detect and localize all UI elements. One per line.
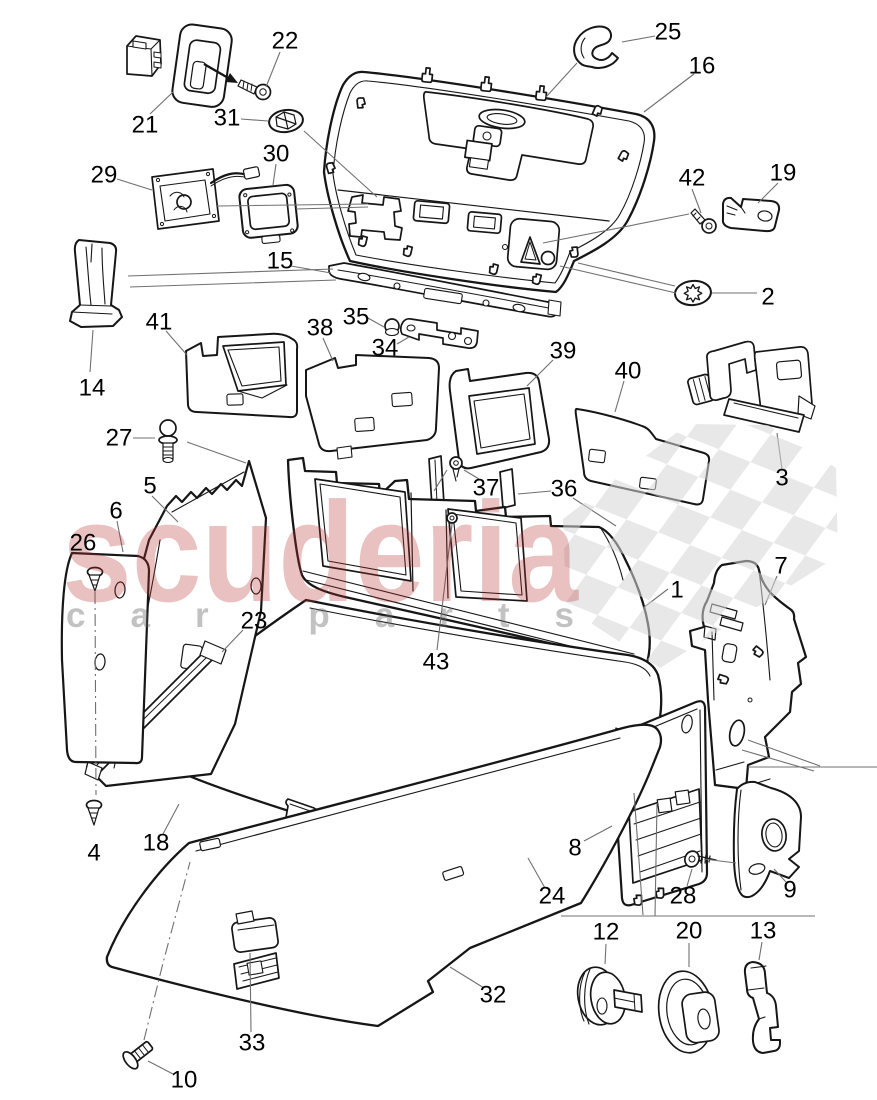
part-15-sill-strip bbox=[328, 262, 562, 318]
part-26-screw bbox=[86, 566, 104, 592]
callout-30[interactable]: 30 bbox=[263, 141, 290, 168]
callout-12[interactable]: 12 bbox=[593, 919, 620, 946]
callout-22[interactable]: 22 bbox=[272, 28, 299, 55]
part-20-plug bbox=[657, 970, 720, 1054]
callout-1[interactable]: 1 bbox=[670, 577, 683, 604]
callout-7[interactable]: 7 bbox=[774, 553, 787, 580]
part-13-hook bbox=[743, 961, 781, 1054]
callout-31[interactable]: 31 bbox=[214, 105, 241, 132]
callout-26[interactable]: 26 bbox=[70, 530, 97, 557]
callout-9[interactable]: 9 bbox=[783, 877, 796, 904]
part-19-handle-bracket bbox=[721, 196, 781, 233]
callout-35[interactable]: 35 bbox=[343, 304, 370, 331]
part-25-spring-clip bbox=[573, 25, 619, 69]
callout-2[interactable]: 2 bbox=[761, 284, 774, 311]
callout-28[interactable]: 28 bbox=[670, 883, 697, 910]
part-36-strip bbox=[499, 468, 516, 509]
part-38-trim-panel bbox=[305, 354, 440, 460]
callout-39[interactable]: 39 bbox=[550, 338, 577, 365]
callout-27[interactable]: 27 bbox=[106, 425, 133, 452]
callout-36[interactable]: 36 bbox=[551, 476, 578, 503]
callout-3[interactable]: 3 bbox=[775, 465, 788, 492]
part-32-load-floor-panel bbox=[105, 723, 663, 1028]
part-14-guide-bracket bbox=[69, 239, 123, 328]
callout-20[interactable]: 20 bbox=[676, 918, 703, 945]
watermark: scuderia car parts bbox=[62, 424, 838, 668]
part-41-trim-panel bbox=[185, 332, 299, 419]
callout-33[interactable]: 33 bbox=[239, 1030, 266, 1057]
watermark-brand: scuderia bbox=[62, 473, 579, 632]
callout-8[interactable]: 8 bbox=[568, 835, 581, 862]
part-4-screw bbox=[85, 799, 103, 826]
callout-37[interactable]: 37 bbox=[473, 475, 500, 502]
part-6-side-trim-panel bbox=[60, 551, 151, 765]
part-31-grommet bbox=[268, 108, 304, 134]
callout-13[interactable]: 13 bbox=[750, 918, 777, 945]
part-12-grommet bbox=[576, 966, 643, 1026]
callout-14[interactable]: 14 bbox=[79, 375, 106, 402]
part-22-screw bbox=[237, 79, 272, 101]
callout-40[interactable]: 40 bbox=[615, 358, 642, 385]
callout-38[interactable]: 38 bbox=[307, 315, 334, 342]
part-42-screw bbox=[690, 208, 717, 234]
part-10-bolt bbox=[122, 1040, 154, 1070]
watermark-checkered-flag bbox=[563, 424, 838, 668]
callout-15[interactable]: 15 bbox=[267, 248, 294, 275]
part-29-latch-assembly bbox=[151, 166, 261, 230]
part-33-handle bbox=[231, 910, 279, 953]
watermark-subtitle: car parts bbox=[66, 596, 574, 635]
part-27-expansion-pin bbox=[158, 419, 178, 464]
callout-42[interactable]: 42 bbox=[679, 165, 706, 192]
callout-29[interactable]: 29 bbox=[91, 162, 118, 189]
callout-21[interactable]: 21 bbox=[132, 112, 159, 139]
callout-5[interactable]: 5 bbox=[143, 473, 156, 500]
part-16-tailgate-trim-panel bbox=[322, 66, 656, 294]
part-28-screw bbox=[684, 850, 717, 868]
callout-4[interactable]: 4 bbox=[87, 840, 100, 867]
callout-24[interactable]: 24 bbox=[539, 883, 566, 910]
callout-6[interactable]: 6 bbox=[109, 498, 122, 525]
callout-10[interactable]: 10 bbox=[171, 1067, 198, 1094]
part-2-star-grommet bbox=[674, 279, 712, 307]
callout-32[interactable]: 32 bbox=[480, 982, 507, 1009]
part-9-corner-bracket bbox=[732, 778, 802, 898]
insert-arrow bbox=[203, 62, 238, 83]
part-3-latch-bracket bbox=[687, 340, 816, 433]
callout-43[interactable]: 43 bbox=[423, 649, 450, 676]
callout-16[interactable]: 16 bbox=[689, 53, 716, 80]
part-39-frame bbox=[448, 368, 551, 470]
callout-19[interactable]: 19 bbox=[770, 160, 797, 187]
callout-25[interactable]: 25 bbox=[655, 19, 682, 46]
part-1-rear-trim-panel bbox=[286, 456, 651, 668]
part-35-grommet bbox=[384, 318, 400, 337]
part-30-bezel bbox=[238, 183, 299, 245]
part-34-bracket bbox=[399, 317, 479, 349]
callout-23[interactable]: 23 bbox=[241, 608, 268, 635]
callout-18[interactable]: 18 bbox=[143, 830, 170, 857]
part-21-switch-and-bezel bbox=[126, 23, 233, 108]
callout-41[interactable]: 41 bbox=[146, 309, 173, 336]
callout-34[interactable]: 34 bbox=[372, 335, 399, 362]
